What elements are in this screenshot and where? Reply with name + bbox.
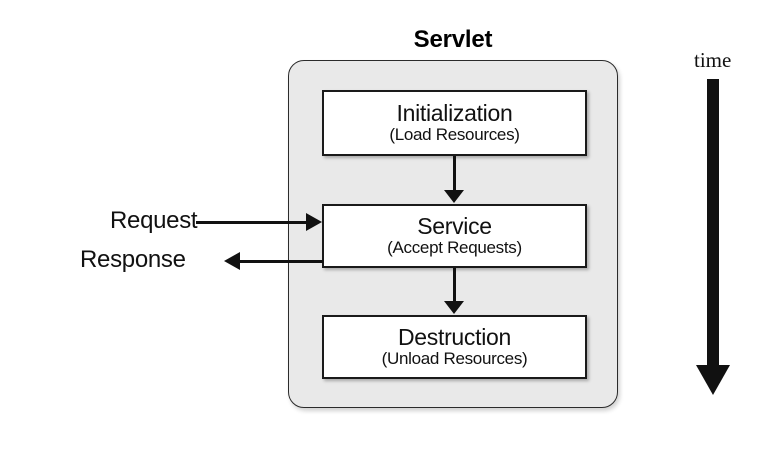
stage-box-service: Service (Accept Requests) [322,204,587,268]
connector-line-service-to-destruction [453,268,456,302]
stage-title-initialization: Initialization [396,100,513,127]
label-time-axis: time [694,48,732,72]
request-arrow-line [196,221,312,224]
stage-detail-destruction: (Unload Resources) [381,349,528,369]
stage-box-initialization: Initialization (Load Resources) [322,90,587,156]
arrowhead-down-icon-init-to-service [444,190,464,203]
label-request: Request [110,207,198,234]
connector-line-init-to-service [453,156,456,192]
stage-detail-initialization: (Load Resources) [389,125,520,145]
stage-box-destruction: Destruction (Unload Resources) [322,315,587,379]
label-response: Response [80,246,186,273]
arrowhead-right-icon-request [306,213,322,231]
page-title: Servlet [413,26,493,53]
arrowhead-left-icon-response [224,252,240,270]
stage-title-service: Service [417,213,492,240]
stage-title-destruction: Destruction [397,324,512,351]
arrowhead-down-icon-time-axis [696,365,730,395]
time-axis-shaft [707,79,719,369]
response-arrow-line [238,260,323,263]
arrowhead-down-icon-service-to-destruction [444,301,464,314]
stage-detail-service: (Accept Requests) [387,238,522,258]
